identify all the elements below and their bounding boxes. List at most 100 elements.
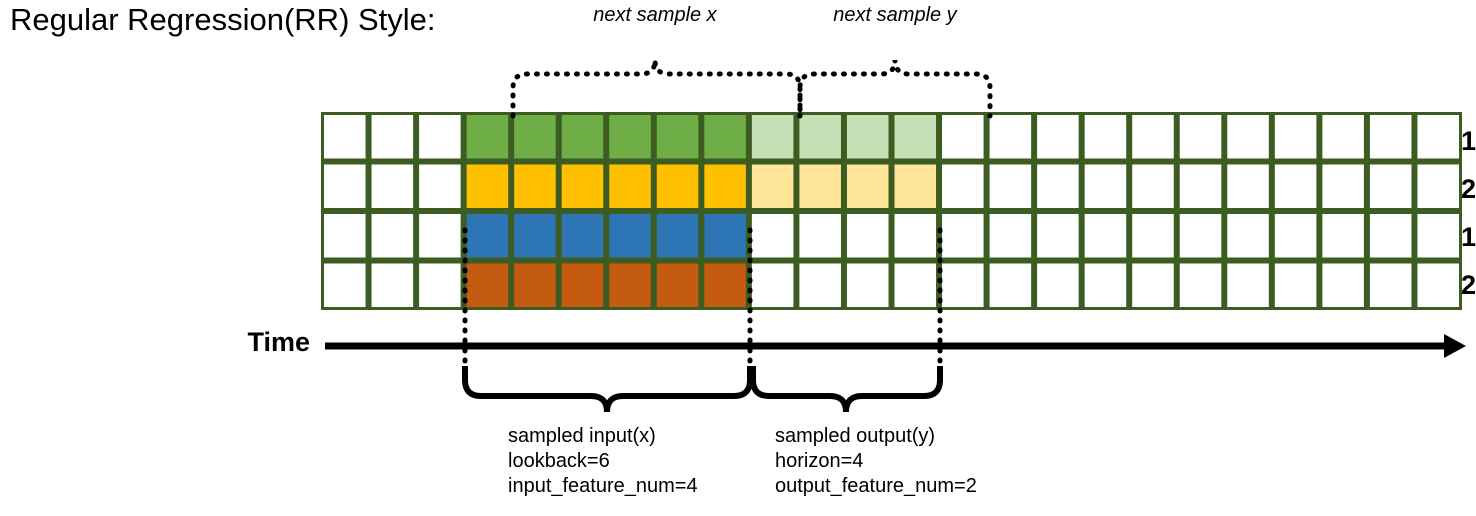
grid-cell	[751, 115, 794, 159]
grid-cell	[1369, 115, 1412, 159]
grid-cell	[419, 164, 461, 208]
grid-cell	[656, 214, 699, 258]
grid-cell	[1084, 263, 1127, 307]
grid-cell	[942, 164, 984, 208]
grid-cell	[1274, 164, 1317, 208]
sampled-output-line-2: horizon=4	[775, 450, 864, 472]
grid-cell	[419, 214, 461, 258]
grid-cell	[1417, 164, 1459, 208]
time-axis-label: Time	[247, 327, 310, 357]
grid-cell	[989, 214, 1032, 258]
grid-cell	[1274, 263, 1317, 307]
grid-cell	[704, 115, 746, 159]
grid-cell	[1084, 115, 1127, 159]
grid-cell	[371, 164, 414, 208]
grid-cell	[466, 263, 509, 307]
grid-cell	[514, 214, 556, 258]
grid-cell	[704, 263, 746, 307]
grid-cell	[751, 214, 794, 258]
grid-cell	[1369, 164, 1412, 208]
grid-cell	[846, 214, 889, 258]
grid-cell	[609, 164, 651, 208]
grid-cell	[894, 164, 937, 208]
grid-cell	[514, 115, 556, 159]
grid-cell	[1417, 115, 1459, 159]
grid-cell	[514, 263, 556, 307]
grid-cell	[656, 115, 699, 159]
grid-cell	[561, 115, 604, 159]
grid-cell	[419, 263, 461, 307]
grid-cell	[751, 263, 794, 307]
grid-cell	[324, 164, 366, 208]
grid-cell	[1179, 115, 1222, 159]
grid-cell	[1227, 214, 1269, 258]
grid-cell	[1179, 214, 1222, 258]
grid-cell	[1274, 214, 1317, 258]
grid-cell	[609, 115, 651, 159]
grid-cell	[799, 164, 841, 208]
grid-cell	[1322, 164, 1364, 208]
grid-cell	[561, 214, 604, 258]
grid-cell	[324, 115, 366, 159]
grid-cell	[1227, 164, 1269, 208]
grid-cell	[1227, 263, 1269, 307]
grid-cell	[371, 115, 414, 159]
grid-cell	[989, 263, 1032, 307]
grid-cell	[1132, 164, 1174, 208]
grid-cell	[1037, 214, 1079, 258]
grid-cell	[799, 115, 841, 159]
grid-cell	[894, 214, 937, 258]
sampled-input-line-1: sampled input(x)	[508, 425, 656, 447]
grid-cell	[989, 164, 1032, 208]
grid-cell	[561, 263, 604, 307]
grid-cell	[942, 263, 984, 307]
grid-cell	[1084, 214, 1127, 258]
grid-cell	[466, 115, 509, 159]
grid-cell	[1369, 214, 1412, 258]
grid-cell	[1037, 263, 1079, 307]
annotation-next-sample-y: next sample y	[833, 4, 957, 26]
grid-cell	[1037, 115, 1079, 159]
grid-cell	[1132, 214, 1174, 258]
grid-cell	[514, 164, 556, 208]
grid-cell	[1132, 115, 1174, 159]
sampled-output-line-3: output_feature_num=2	[775, 475, 977, 497]
grid-background	[321, 112, 1462, 310]
grid-cell	[846, 164, 889, 208]
grid-cell	[1322, 263, 1364, 307]
grid-cell	[324, 214, 366, 258]
grid-cell	[894, 263, 937, 307]
grid-cell	[371, 263, 414, 307]
grid-cell	[324, 263, 366, 307]
grid-cell	[1227, 115, 1269, 159]
grid-cell	[799, 263, 841, 307]
grid-cell	[609, 263, 651, 307]
annotation-sampled-output: sampled output(y) horizon=4 output_featu…	[775, 424, 977, 499]
grid-cell	[704, 214, 746, 258]
page-title: Regular Regression(RR) Style:	[10, 2, 436, 37]
grid-cell	[1369, 263, 1412, 307]
grid-cell	[942, 115, 984, 159]
grid-cell	[894, 115, 937, 159]
grid-cell	[371, 214, 414, 258]
sampled-output-line-1: sampled output(y)	[775, 425, 936, 447]
grid-cell	[561, 164, 604, 208]
grid-cell	[1417, 214, 1459, 258]
grid-cell	[419, 115, 461, 159]
sampled-input-line-2: lookback=6	[508, 450, 610, 472]
grid-cell	[1084, 164, 1127, 208]
grid-cell	[656, 164, 699, 208]
annotation-next-sample-x: next sample x	[593, 4, 717, 26]
grid-cell	[1179, 263, 1222, 307]
grid-cell	[846, 115, 889, 159]
grid-cell	[799, 214, 841, 258]
grid-cell	[704, 164, 746, 208]
grid-cell	[466, 164, 509, 208]
grid-cell	[846, 263, 889, 307]
grid-cell	[1322, 214, 1364, 258]
grid-cell	[1037, 164, 1079, 208]
grid-cell	[989, 115, 1032, 159]
grid-cell	[751, 164, 794, 208]
